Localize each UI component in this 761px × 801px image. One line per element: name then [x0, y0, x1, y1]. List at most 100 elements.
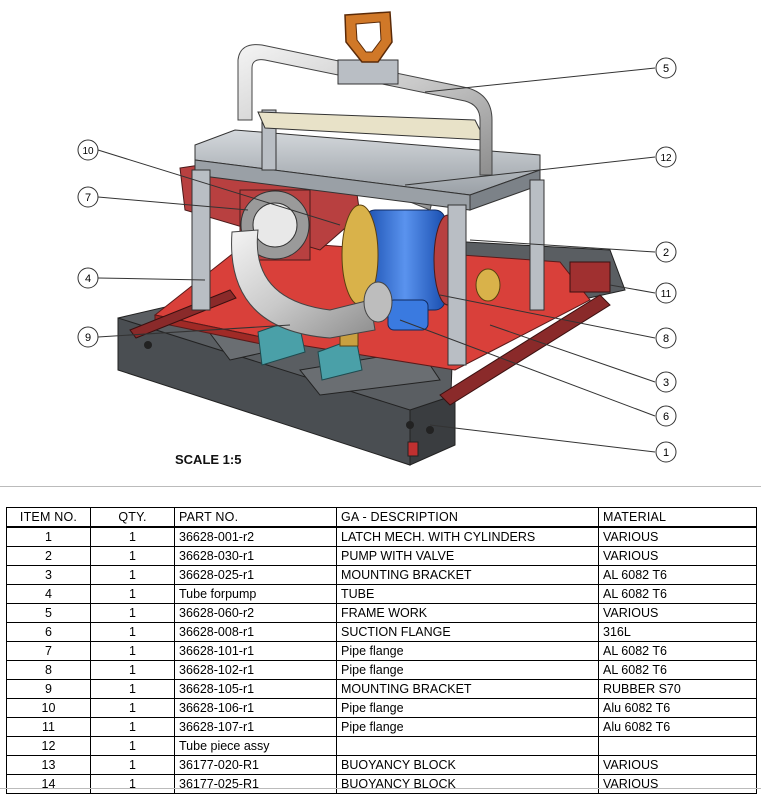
balloon-12: 12	[655, 146, 677, 168]
cell-desc: Pipe flange	[336, 717, 599, 737]
cell-part: 36628-001-r2	[174, 526, 337, 547]
header-item-no: ITEM NO.	[6, 507, 91, 528]
cell-material: AL 6082 T6	[598, 660, 757, 680]
cell-material: Alu 6082 T6	[598, 717, 757, 737]
cell-qty: 1	[90, 774, 175, 794]
cell-item: 4	[6, 584, 91, 604]
cell-qty: 1	[90, 755, 175, 775]
cell-qty: 1	[90, 717, 175, 737]
cell-qty: 1	[90, 622, 175, 642]
cell-part: Tube piece assy	[174, 736, 337, 756]
balloon-5: 5	[655, 57, 677, 79]
cell-part: 36628-106-r1	[174, 698, 337, 718]
lifting-eye	[344, 11, 393, 63]
balloon-2: 2	[655, 241, 677, 263]
sheet-grid	[0, 788, 761, 801]
balloon-10: 10	[77, 139, 99, 161]
cell-material: VARIOUS	[598, 755, 757, 775]
cell-item: 14	[6, 774, 91, 794]
cell-desc: PUMP WITH VALVE	[336, 546, 599, 566]
svg-text:8: 8	[663, 333, 669, 345]
cell-material: VARIOUS	[598, 603, 757, 623]
cell-desc: MOUNTING BRACKET	[336, 679, 599, 699]
cell-desc: Pipe flange	[336, 698, 599, 718]
svg-text:10: 10	[82, 146, 94, 157]
cell-item: 12	[6, 736, 91, 756]
balloon-4: 4	[77, 267, 99, 289]
balloon-9: 9	[77, 326, 99, 348]
balloon-3: 3	[655, 371, 677, 393]
cell-qty: 1	[90, 679, 175, 699]
bom-header-row: ITEM NO. QTY. PART NO. GA - DESCRIPTION …	[6, 507, 757, 528]
cell-qty: 1	[90, 641, 175, 661]
cell-qty: 1	[90, 526, 175, 547]
header-material: MATERIAL	[598, 507, 757, 528]
svg-text:6: 6	[663, 411, 669, 423]
cell-part: 36177-020-R1	[174, 755, 337, 775]
cell-part: 36628-060-r2	[174, 603, 337, 623]
cell-item: 2	[6, 546, 91, 566]
cell-desc: Pipe flange	[336, 660, 599, 680]
cell-material: RUBBER S70	[598, 679, 757, 699]
cell-material	[598, 736, 757, 756]
cell-material: VARIOUS	[598, 546, 757, 566]
cell-material: Alu 6082 T6	[598, 698, 757, 718]
cell-desc: TUBE	[336, 584, 599, 604]
cell-qty: 1	[90, 565, 175, 585]
cell-qty: 1	[90, 698, 175, 718]
cell-part: Tube forpump	[174, 584, 337, 604]
cell-desc: SUCTION FLANGE	[336, 622, 599, 642]
cell-material: AL 6082 T6	[598, 565, 757, 585]
svg-text:4: 4	[85, 273, 91, 285]
svg-text:7: 7	[85, 192, 91, 204]
cell-material: AL 6082 T6	[598, 584, 757, 604]
cell-item: 11	[6, 717, 91, 737]
cell-desc: FRAME WORK	[336, 603, 599, 623]
cell-part: 36628-025-r1	[174, 565, 337, 585]
cell-desc: BUOYANCY BLOCK	[336, 755, 599, 775]
cell-item: 10	[6, 698, 91, 718]
leader-lines	[97, 67, 656, 453]
cell-material: VARIOUS	[598, 526, 757, 547]
svg-text:1: 1	[663, 447, 669, 459]
frame-work	[191, 109, 545, 366]
assembly-drawing: 5 10 12 7 2 4 11 9 8 3 6 1	[77, 11, 677, 466]
cell-qty: 1	[90, 736, 175, 756]
cell-part: 36628-008-r1	[174, 622, 337, 642]
cell-material: VARIOUS	[598, 774, 757, 794]
balloon-6: 6	[655, 405, 677, 427]
cell-item: 6	[6, 622, 91, 642]
cell-desc: Pipe flange	[336, 641, 599, 661]
cell-desc: MOUNTING BRACKET	[336, 565, 599, 585]
header-qty: QTY.	[90, 507, 175, 528]
cell-desc: BUOYANCY BLOCK	[336, 774, 599, 794]
cell-part: 36628-105-r1	[174, 679, 337, 699]
svg-text:5: 5	[663, 63, 669, 75]
svg-text:3: 3	[663, 377, 669, 389]
cell-item: 1	[6, 526, 91, 547]
svg-text:9: 9	[85, 332, 91, 344]
pipe-tube	[231, 189, 393, 339]
balloon-7: 7	[77, 186, 99, 208]
balloon-1: 1	[655, 441, 677, 463]
lifting-bar	[237, 44, 493, 176]
bill-of-materials-table: ITEM NO. QTY. PART NO. GA - DESCRIPTION …	[6, 507, 757, 794]
svg-text:2: 2	[663, 247, 669, 259]
cell-part: 36177-025-R1	[174, 774, 337, 794]
svg-text:12: 12	[660, 153, 672, 164]
cell-item: 13	[6, 755, 91, 775]
cell-qty: 1	[90, 603, 175, 623]
